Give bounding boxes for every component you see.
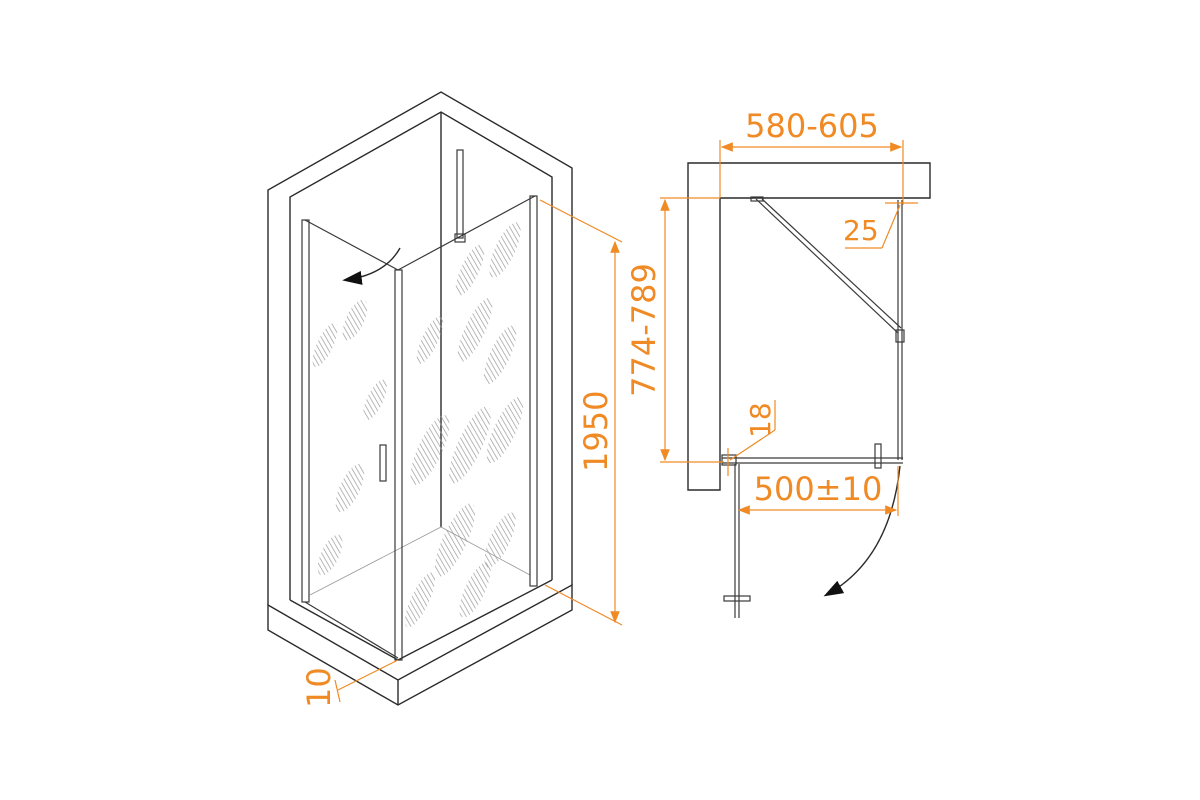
- gap-top-dimension: 25: [843, 202, 918, 249]
- depth-dimension: 774-789: [625, 197, 724, 463]
- hatching: [312, 222, 524, 628]
- door-open: [723, 464, 901, 618]
- isometric-view: 1950 10: [267, 91, 623, 708]
- gap-wall-label: 18: [744, 402, 777, 438]
- fixed-panels: [721, 196, 905, 469]
- profile-label: 10: [300, 667, 338, 708]
- wall-outline: [687, 162, 931, 491]
- door-dimension: 500±10: [737, 466, 899, 516]
- door-label: 500±10: [754, 470, 883, 508]
- gap-wall-dimension: 18: [727, 400, 777, 476]
- height-dimension: 1950: [539, 199, 623, 626]
- door-swing-arrow-icon: [342, 247, 401, 285]
- width-dimension: 580-605: [719, 107, 904, 205]
- door-handle: [379, 444, 387, 482]
- width-label: 580-605: [745, 107, 879, 145]
- plan-view: 580-605 774-789 25 18 500±10: [625, 107, 931, 618]
- depth-label: 774-789: [625, 263, 663, 397]
- glass-panels: [301, 149, 538, 661]
- height-label: 1950: [577, 391, 615, 472]
- profile-dimension: 10: [300, 659, 399, 708]
- gap-top-label: 25: [843, 214, 879, 247]
- door-swing-arrow-icon: [823, 465, 901, 597]
